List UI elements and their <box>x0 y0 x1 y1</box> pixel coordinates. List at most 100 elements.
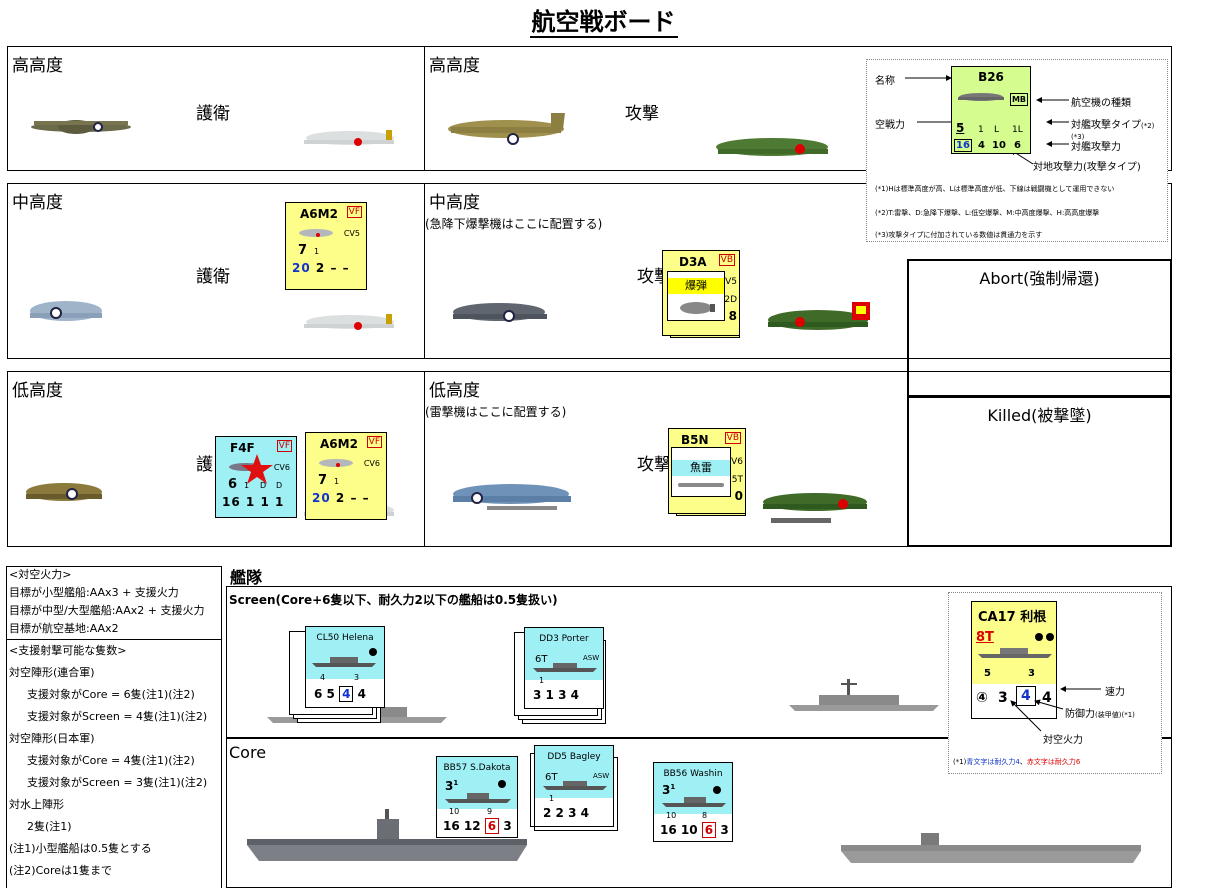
zone-label: 中高度 <box>429 193 480 213</box>
carrier-ship-icon <box>841 833 1141 863</box>
ship-values: 16 12 6 3 <box>443 818 512 834</box>
counter-name: B26 <box>978 70 1004 84</box>
a6m2-counter-mid[interactable]: A6M2 VF CV5 7 1 20 2 – – <box>285 202 367 290</box>
a6m2-counter-low[interactable]: A6M2 VF CV6 7 1 20 2 – – <box>305 432 387 520</box>
killed-box[interactable]: Killed(被撃墜) <box>907 396 1172 547</box>
zone-label: 低高度 <box>429 381 480 401</box>
support-japan: 対空陣形(日本軍) <box>9 732 95 745</box>
bomb-icon <box>680 302 715 314</box>
dd3-porter-counter[interactable]: DD3 Porter 6T ASW 1 3 1 3 4 <box>524 627 604 709</box>
battleship-icon <box>662 797 726 807</box>
dd5-bagley-counter[interactable]: DD5 Bagley 6T ASW 1 2 2 3 4 <box>534 745 614 827</box>
counter-s2: D <box>260 481 267 490</box>
zone-mid-left[interactable]: 中高度 護衛 <box>7 183 425 359</box>
counter-bottom: 20 2 – – <box>292 261 350 275</box>
legend-name: 名称 <box>875 76 895 87</box>
counter-ship: CV5 <box>343 229 360 238</box>
legend-ship-attack-type: 対艦攻撃タイプ(*2)(*3) <box>1071 120 1155 141</box>
torpedo-label: 魚雷 <box>672 460 730 476</box>
zone-high-right[interactable]: 高高度 攻撃 <box>424 46 1172 171</box>
support-allied: 対空陣形(連合軍) <box>9 666 95 679</box>
killed-label: Killed(被撃墜) <box>987 406 1092 425</box>
bomb-label: 爆弾 <box>668 278 724 294</box>
g4m-plane-icon <box>716 138 828 156</box>
destroyer-ship-icon <box>533 663 597 672</box>
support-japan-core: 支援対象がCore = 4隻(注1)(注2) <box>27 754 195 767</box>
counter-ship: CV6 <box>363 459 380 468</box>
bb56-washin-counter[interactable]: BB56 Washin 31 10 8 16 10 6 3 <box>653 762 733 842</box>
counter-r3: 10 <box>992 140 1006 151</box>
zone-note: (急降下爆撃機はここに配置する) <box>425 217 603 231</box>
counter-side2: 2D <box>724 295 737 305</box>
zone-high-left[interactable]: 高高度 護衛 <box>7 46 425 171</box>
role-escort: 護衛 <box>196 104 230 124</box>
core-zone[interactable]: Core <box>226 738 1172 888</box>
ship-name: DD5 Bagley <box>547 752 601 762</box>
page-title: 航空戦ボード <box>529 8 678 38</box>
counter-type: MB <box>1009 93 1028 106</box>
fleet-title: 艦隊 <box>230 568 263 587</box>
cl50-helena-counter[interactable]: CL50 Helena 4 3 6 5 4 4 <box>305 626 385 708</box>
zone-label: 低高度 <box>12 381 63 401</box>
ship-name: CL50 Helena <box>316 633 374 643</box>
sbd-plane-icon <box>453 303 547 322</box>
counter-air: 5 <box>956 121 965 135</box>
abort-box[interactable]: Abort(強制帰還) <box>907 259 1172 397</box>
counter-s3: D <box>276 481 283 490</box>
d3a-plane-icon <box>768 302 870 330</box>
ship-speed: 4 <box>1042 690 1052 706</box>
ship-name: BB57 S.Dakota <box>443 763 511 773</box>
ship-mid2: 3 <box>354 673 360 682</box>
ship-aa: ④ <box>976 690 988 706</box>
aa-title: <対空火力> <box>9 568 72 581</box>
bomb-marker[interactable]: 爆弾 <box>667 271 725 321</box>
f4f-counter-low[interactable]: F4F VF CV6 6 1 D D 16 1 1 1 <box>215 436 297 518</box>
ship-values: 6 5 4 4 <box>314 686 366 702</box>
dot-icon <box>498 780 506 788</box>
counter-bottom: 20 2 – – <box>312 491 370 505</box>
counter-ship: V6 <box>731 457 743 467</box>
b5n-counter[interactable]: B5N VB V6 5T 0 魚雷 <box>668 428 746 514</box>
counter-side3: 0 <box>734 489 743 503</box>
counter-a2: L <box>994 125 1000 135</box>
dots-icon <box>1035 633 1054 641</box>
cruiser-ship-icon <box>312 657 376 667</box>
cruiser-ship-icon <box>978 648 1052 658</box>
abort-label: Abort(強制帰還) <box>979 269 1100 288</box>
counter-air: 6 <box>228 477 238 492</box>
legend-note3: (*3)攻撃タイプに付加されている数値は貫通力を示す <box>875 231 1043 239</box>
d3a-counter[interactable]: D3A VB V5 2D 8 爆弾 <box>662 250 740 336</box>
legend-ground-attack: 対地攻撃力(攻撃タイプ) <box>1033 162 1141 173</box>
support-note2: (注2)Coreは1隻まで <box>9 864 113 877</box>
ship-mid1: 10 <box>449 807 460 816</box>
ship-defense: 4 <box>1016 686 1036 706</box>
tbd-plane-icon <box>453 484 571 510</box>
bb57-sdakota-counter[interactable]: BB57 S.Dakota 31 10 9 16 12 6 3 <box>436 756 518 838</box>
screen-label: Screen(Core+6隻以下、耐久力2以下の艦船は0.5隻扱い) <box>229 593 558 607</box>
counter-name: F4F <box>230 441 255 455</box>
torpedo-marker[interactable]: 魚雷 <box>671 447 731 497</box>
carrier-ship-icon <box>247 809 527 861</box>
destroyer-ship-icon <box>789 679 939 711</box>
counter-name: B5N <box>681 433 709 447</box>
zone-mid-right[interactable]: 中高度 (急降下爆撃機はここに配置する) 攻撃 <box>424 183 1172 359</box>
zero-plane-icon <box>319 459 353 467</box>
b26-counter: B26 MB 5 1 L 1L 16 4 10 6 <box>951 66 1031 154</box>
aa-info-box: <対空火力> 目標が小型艦船:AAx3 + 支援火力 目標が中型/大型艦船:AA… <box>6 566 222 640</box>
zone-low-right[interactable]: 低高度 (雷撃機はここに配置する) 攻撃 <box>424 371 1172 547</box>
ca17-tone-counter: CA17 利根 8T 5 3 ④ 3 4 4 <box>971 601 1057 719</box>
legend-note2: (*2)T:雷撃、D:急降下爆撃、L:低空爆撃、M:中高度爆撃、H:高高度爆撃 <box>875 209 1100 217</box>
legend-aa: 対空火力 <box>1043 735 1083 746</box>
counter-type: VB <box>724 432 741 444</box>
ship-sub: 1 <box>549 794 555 803</box>
zone-label: 中高度 <box>12 193 63 213</box>
zero-plane-icon <box>299 229 333 237</box>
support-surface-count: 2隻(注1) <box>27 820 72 833</box>
legend-aircraft-type: 航空機の種類 <box>1071 98 1131 109</box>
role-attack: 攻撃 <box>625 104 659 124</box>
legend-note1: (*1)Hは標準高度が高、Lは標準高度が低、下線は戦闘機として運用できない <box>875 185 1115 193</box>
ship-tag: 8T <box>976 630 994 645</box>
counter-a1: 1 <box>978 125 984 135</box>
ship-legend-arrows <box>1010 686 1101 732</box>
counter-legend: 名称 空戦力 航空機の種類 対艦攻撃タイプ(*2)(*3) 対艦攻撃力 対地攻撃… <box>866 59 1168 242</box>
